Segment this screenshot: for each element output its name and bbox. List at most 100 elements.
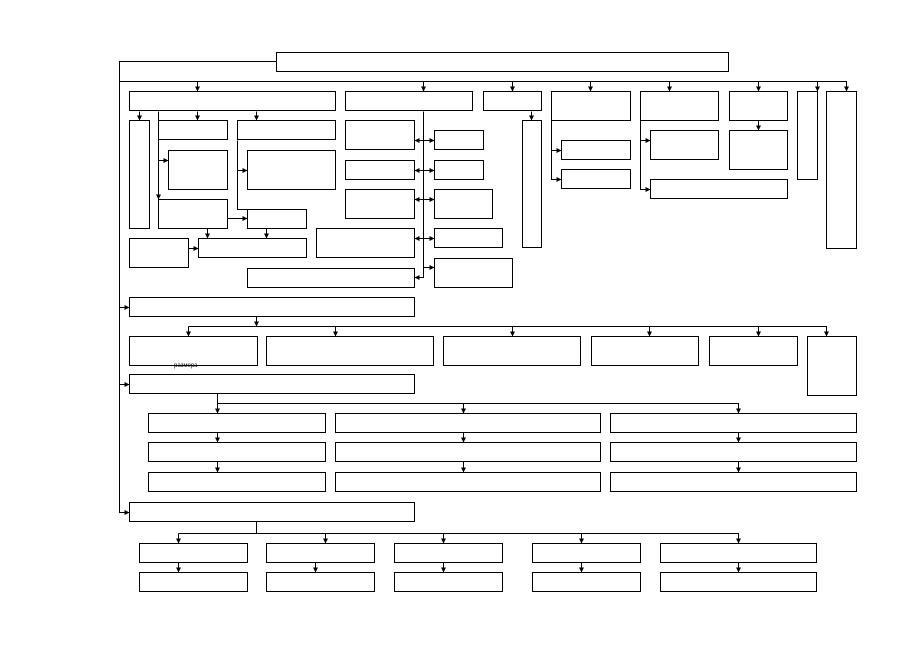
b-3a [394, 543, 503, 563]
g2-c [345, 189, 415, 219]
b-2a [266, 543, 375, 563]
g4-a [561, 140, 631, 160]
g5-a [650, 130, 719, 160]
arrowhead-47 [215, 437, 220, 443]
arrowhead-18 [414, 138, 420, 143]
arrowhead-62 [736, 567, 741, 573]
t-m1 [335, 413, 601, 433]
arrowhead-20 [414, 168, 420, 173]
arrowhead-40 [510, 331, 515, 337]
arrowhead-9 [195, 115, 200, 121]
sub-2 [266, 336, 434, 366]
arrowhead-19 [429, 138, 435, 143]
arrowhead-11 [163, 158, 169, 163]
g1-e [158, 199, 228, 229]
arrowhead-13 [156, 194, 161, 200]
arrowhead-5 [756, 86, 761, 92]
mid-3 [129, 502, 415, 522]
g2-b [345, 160, 415, 180]
t-l2 [148, 442, 326, 462]
g2-d [316, 228, 415, 258]
b-4a [532, 543, 641, 563]
arrowhead-55 [441, 538, 446, 544]
g4-b [561, 169, 631, 189]
box-h7 [797, 91, 818, 180]
t-m2 [335, 442, 601, 462]
box-h6 [729, 91, 788, 121]
g1-h [198, 238, 307, 258]
arrowhead-1 [421, 86, 426, 92]
arrowhead-42 [756, 331, 761, 337]
arrowhead-51 [461, 467, 466, 473]
g1-tall [129, 120, 150, 229]
arrowhead-31 [645, 138, 651, 143]
sub-3 [443, 336, 581, 366]
arrowhead-60 [441, 567, 446, 573]
box-text-fragment: размера [174, 363, 198, 369]
arrowhead-61 [579, 567, 584, 573]
g2-r4 [434, 228, 503, 248]
arrowhead-10 [254, 115, 259, 121]
arrowhead-53 [176, 538, 181, 544]
connector-line-1 [119, 81, 847, 92]
box-h8 [826, 91, 857, 249]
arrowhead-59 [313, 567, 318, 573]
mid-2 [129, 374, 415, 394]
box-h5 [640, 91, 719, 121]
arrowhead-36 [124, 510, 130, 515]
arrowhead-16 [264, 233, 269, 239]
arrowhead-56 [579, 538, 584, 544]
arrowhead-7 [844, 86, 849, 92]
b-5a [660, 543, 817, 563]
arrowhead-38 [254, 321, 259, 327]
g1-a [158, 120, 228, 140]
arrowhead-6 [815, 86, 820, 92]
arrowhead-39 [333, 331, 338, 337]
top-box [276, 52, 729, 72]
g2-r3 [434, 189, 493, 219]
b-1a [139, 543, 248, 563]
t-r2 [610, 442, 857, 462]
arrowhead-24 [414, 236, 420, 241]
g1-f [247, 209, 307, 229]
arrowhead-29 [556, 148, 562, 153]
arrowhead-49 [736, 437, 741, 443]
g1-c [168, 150, 228, 190]
g6-a [729, 130, 788, 170]
arrowhead-50 [215, 467, 220, 473]
g3-tall [522, 120, 542, 248]
arrowhead-44 [215, 408, 220, 414]
g1-b [237, 120, 336, 140]
b-5b [660, 572, 817, 592]
arrowhead-8 [137, 115, 142, 121]
b-1b [139, 572, 248, 592]
arrowhead-32 [645, 187, 651, 192]
arrowhead-3 [588, 86, 593, 92]
arrowhead-34 [124, 305, 130, 310]
arrowhead-33 [756, 125, 761, 131]
box-h3 [483, 91, 542, 111]
b-4b [532, 572, 641, 592]
arrowhead-45 [461, 408, 466, 414]
arrowhead-43 [824, 331, 829, 337]
arrowhead-0 [195, 86, 200, 92]
arrowhead-35 [124, 382, 130, 387]
g2-r1 [434, 130, 484, 150]
arrowhead-2 [510, 86, 515, 92]
arrowhead-58 [176, 567, 181, 573]
arrowhead-22 [414, 197, 420, 202]
g1-g [129, 238, 189, 268]
b-3b [394, 572, 503, 592]
sub-1 [129, 336, 258, 366]
arrowhead-57 [736, 538, 741, 544]
g2-a [345, 120, 415, 150]
g1-i [247, 268, 415, 288]
t-l1 [148, 413, 326, 433]
sub-5 [709, 336, 798, 366]
arrowhead-54 [323, 538, 328, 544]
arrowhead-4 [667, 86, 672, 92]
connector-line-34 [188, 326, 827, 337]
connector-line-14 [237, 140, 248, 210]
arrowhead-14 [242, 216, 248, 221]
